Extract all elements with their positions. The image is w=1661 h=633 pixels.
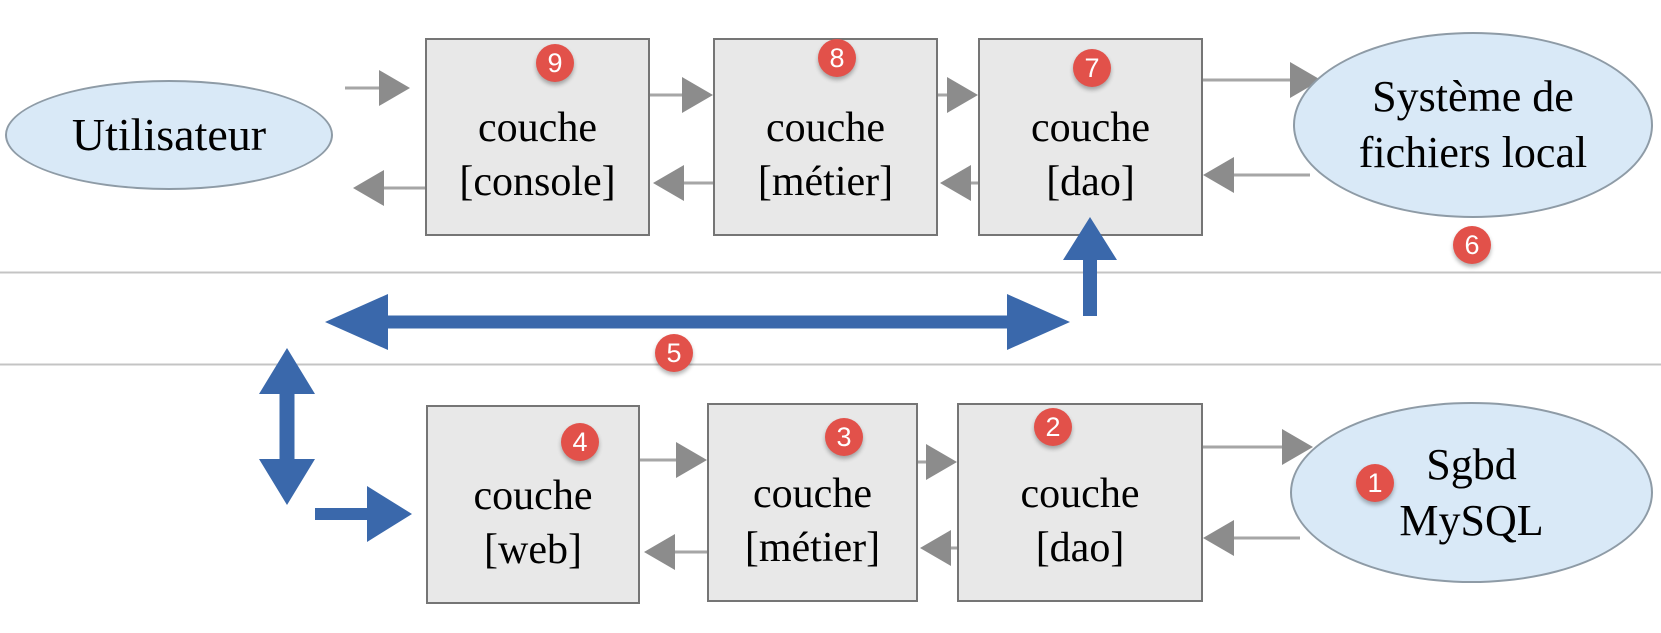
arrow-metier-top-to-console bbox=[653, 165, 713, 201]
badge-4: 4 bbox=[561, 423, 599, 461]
systeme-fichiers-line2: fichiers local bbox=[1358, 128, 1588, 177]
badge-3: 3 bbox=[825, 418, 863, 456]
utilisateur-label: Utilisateur bbox=[71, 109, 267, 160]
arrow-dao-top-to-metier-top bbox=[940, 165, 978, 201]
badge-2: 2 bbox=[1034, 408, 1072, 446]
badge-7: 7 bbox=[1073, 49, 1111, 87]
node-systeme-fichiers: Système de fichiers local bbox=[1293, 32, 1653, 218]
couche-metier-top-line2: [métier] bbox=[757, 159, 894, 205]
arrow-metier-bottom-to-dao-bottom bbox=[918, 444, 957, 480]
badge-8: 8 bbox=[818, 39, 856, 77]
arrow-dao-bottom-to-metier-bottom bbox=[920, 530, 957, 566]
badge-5: 5 bbox=[655, 334, 693, 372]
couche-web-line1: couche bbox=[473, 472, 593, 519]
couche-dao-top-line2: [dao] bbox=[1046, 159, 1135, 205]
badge-1: 1 bbox=[1356, 464, 1394, 502]
blue-arrow-to-web bbox=[315, 486, 412, 542]
arrow-utilisateur-to-console bbox=[345, 70, 410, 106]
node-couche-metier-top: couche [métier] bbox=[713, 38, 938, 236]
arrow-metier-top-to-dao-top bbox=[938, 77, 978, 113]
node-sgbd-mysql: Sgbd MySQL bbox=[1290, 402, 1653, 583]
badge-9: 9 bbox=[536, 44, 574, 82]
node-couche-dao-bottom: couche [dao] bbox=[957, 403, 1203, 602]
arrow-dao-bottom-to-sgbd bbox=[1203, 429, 1313, 465]
couche-metier-bottom-line2: [métier] bbox=[744, 524, 881, 571]
couche-console-line2: [console] bbox=[459, 159, 616, 205]
node-utilisateur: Utilisateur bbox=[5, 80, 333, 190]
arrow-console-to-utilisateur bbox=[353, 170, 425, 206]
node-couche-web: couche [web] bbox=[426, 405, 640, 604]
couche-dao-bottom-line1: couche bbox=[1020, 470, 1140, 517]
systeme-fichiers-line1: Système de bbox=[1372, 72, 1574, 121]
couche-metier-top-line1: couche bbox=[766, 105, 885, 151]
sgbd-mysql-line2: MySQL bbox=[1399, 495, 1544, 545]
arrow-sgbd-to-dao-bottom bbox=[1203, 520, 1300, 556]
arrow-metier-bottom-to-web bbox=[644, 534, 707, 570]
arrow-fichiers-to-dao-top bbox=[1203, 157, 1310, 193]
couche-metier-bottom-line1: couche bbox=[753, 470, 872, 517]
arrow-console-to-metier-top bbox=[650, 77, 713, 113]
blue-exchange-double-arrow bbox=[325, 294, 1070, 350]
blue-vertical-double-arrow bbox=[259, 348, 315, 505]
arrow-web-to-metier-bottom bbox=[640, 442, 707, 478]
couche-dao-top-line1: couche bbox=[1031, 105, 1150, 151]
couche-web-line2: [web] bbox=[484, 526, 582, 573]
node-couche-metier-bottom: couche [métier] bbox=[707, 403, 918, 602]
sgbd-mysql-line1: Sgbd bbox=[1426, 439, 1517, 489]
couche-dao-bottom-line2: [dao] bbox=[1035, 524, 1125, 571]
couche-console-line1: couche bbox=[478, 105, 597, 151]
badge-6: 6 bbox=[1453, 226, 1491, 264]
